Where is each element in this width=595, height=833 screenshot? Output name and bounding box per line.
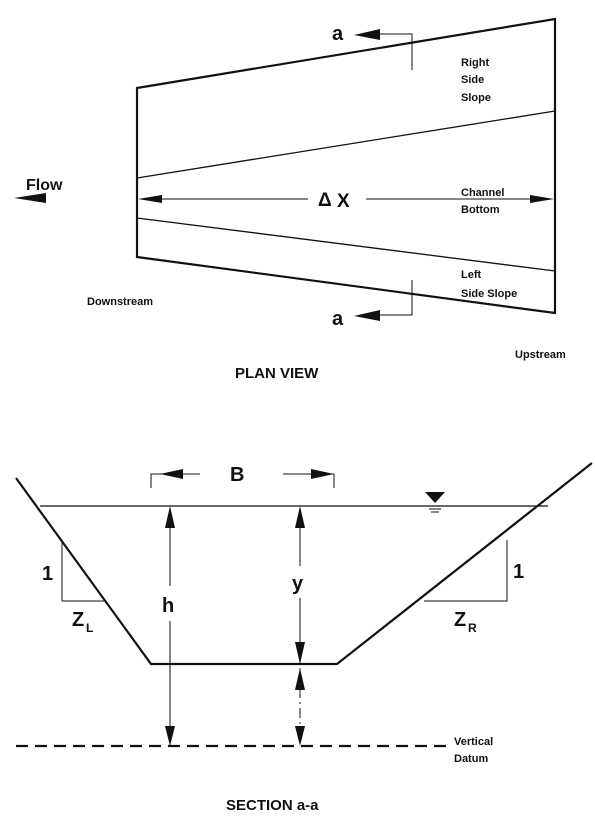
left-slope-run-sub: L [86, 621, 93, 635]
right-side-slope-1: Right [461, 57, 489, 69]
section-cut-bottom [378, 280, 413, 316]
section-marker-bottom: a [332, 308, 344, 330]
section-arrow-bottom [354, 310, 380, 321]
section-arrow-top [354, 29, 380, 40]
right-slope-triangle [424, 540, 508, 602]
top-width-label: B [230, 464, 244, 486]
upstream-label: Upstream [515, 349, 566, 361]
h-arrow-bottom [165, 726, 175, 746]
section-cut-top [378, 33, 413, 70]
flow-label: Flow [26, 177, 63, 194]
downstream-label: Downstream [87, 296, 153, 308]
b-bracket-right [283, 473, 335, 488]
right-slope-run: Z [454, 609, 466, 631]
b-arrow-right [311, 469, 334, 479]
y-arrow-datum-down [295, 726, 305, 746]
water-surface-symbol [425, 492, 445, 503]
vertical-datum-1: Vertical [454, 736, 493, 748]
b-arrow-left [160, 469, 183, 479]
left-slope-triangle [61, 543, 104, 602]
left-side-slope-1: Left [461, 269, 482, 281]
right-side-slope-3: Slope [461, 92, 491, 104]
left-side-slope-2: Side Slope [461, 288, 517, 300]
section-title: SECTION a-a [226, 797, 319, 814]
y-arrow-datum-up [295, 668, 305, 690]
b-bracket-left [150, 473, 200, 488]
depth-h-label: h [162, 595, 174, 617]
y-arrow-top [295, 506, 305, 528]
right-slope-run-sub: R [468, 621, 477, 635]
plan-view: Δ X Flow a a Right Side Slope Channel Bo… [14, 17, 566, 382]
left-toe-line [136, 217, 556, 272]
right-side-slope-2: Side [461, 74, 484, 86]
dx-label: X [337, 191, 350, 212]
plan-view-title: PLAN VIEW [235, 365, 319, 382]
left-slope-rise: 1 [42, 563, 53, 585]
dx-arrow-left [138, 195, 162, 203]
vertical-datum-2: Datum [454, 753, 488, 765]
left-slope-run: Z [72, 609, 84, 631]
section-marker-top: a [332, 23, 344, 45]
flow-arrow [14, 193, 46, 203]
section-view: B h y 1 Z L 1 Z R Vertical Datum SECTION… [15, 462, 593, 814]
channel-section [15, 462, 593, 666]
right-toe-line [136, 110, 556, 179]
h-arrow-top [165, 506, 175, 528]
right-slope-rise: 1 [513, 561, 524, 583]
depth-y-label: y [292, 573, 304, 595]
dx-arrow-right [530, 195, 554, 203]
dx-symbol: Δ [318, 190, 332, 211]
reach-outline [135, 17, 557, 315]
channel-bottom-1: Channel [461, 187, 504, 199]
y-arrow-mid [295, 642, 305, 664]
channel-bottom-2: Bottom [461, 204, 500, 216]
